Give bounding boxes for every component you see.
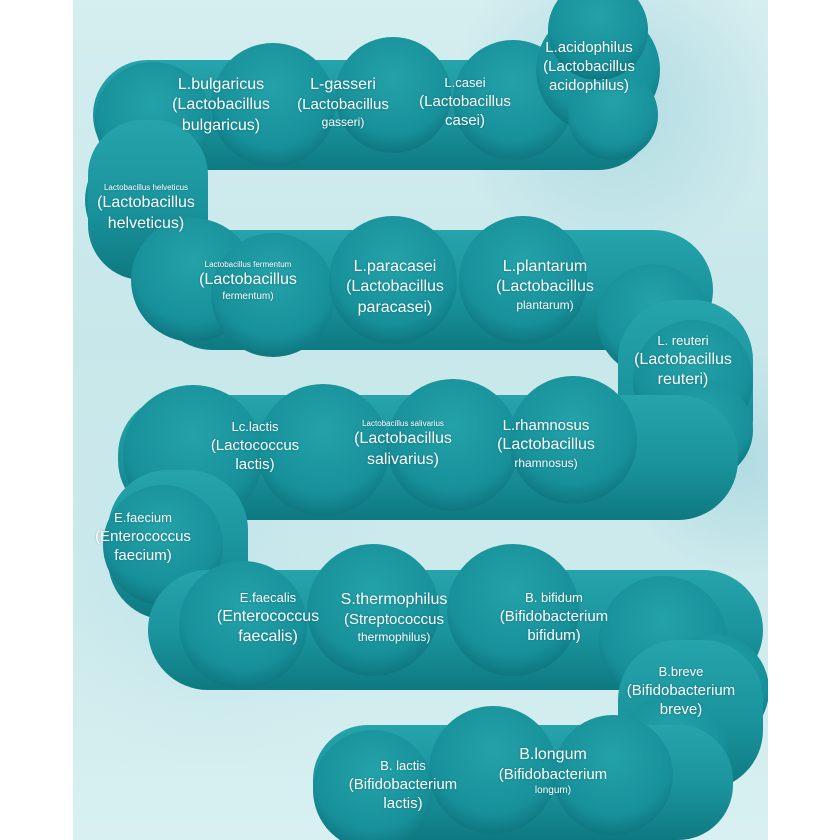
intestine-tube (85, 0, 768, 840)
intestine-lobe (179, 561, 307, 689)
bacteria-scientific-name: helveticus) (107, 214, 185, 232)
intestine-lobe (459, 216, 587, 344)
bacteria-scientific-name: gasseri) (321, 114, 365, 129)
bacteria-scientific-name: plantarum) (516, 297, 574, 312)
bacteria-scientific-name: (Bifidobacterium (499, 607, 609, 625)
intestine-lobe (548, 0, 648, 80)
bacteria-scientific-name: rhamnosus) (514, 455, 578, 470)
bacteria-label-l-bulgaricus: L.bulgaricus (Lactobacillus bulgaricus) (172, 75, 270, 136)
bacteria-scientific-name: bifidum) (527, 626, 581, 644)
bacteria-scientific-name: (Lactobacillus (496, 278, 594, 296)
bacteria-scientific-name: acidophilus) (548, 77, 630, 95)
bacteria-label-e-faecalis: E.faecalis (Enterococcus faecalis) (217, 590, 319, 648)
bacteria-scientific-name: (Lactobacillus (297, 96, 389, 114)
intestine-lobe (509, 376, 637, 504)
bacteria-short-name: L.plantarum (502, 258, 588, 275)
bacteria-scientific-name: (Lactobacillus (419, 92, 511, 110)
bacteria-scientific-name: (Bifidobacterium (348, 775, 458, 793)
bacteria-label-l-salivarius: Lactobacillus salivarius (Lactobacillus sa… (354, 419, 452, 470)
intestine-lobe (257, 384, 389, 516)
intestine-segments (85, 0, 768, 840)
bacteria-short-name: L.acidophilus (545, 39, 633, 56)
bacteria-scientific-name: (Streptococcus (343, 611, 445, 629)
bacteria-short-name: L.rhamnosus (502, 417, 590, 434)
bacteria-scientific-name: (Enterococcus (216, 607, 320, 625)
bacteria-scientific-name: (Lactobacillus (346, 278, 444, 296)
bacteria-scientific-name: (Enterococcus (95, 527, 191, 545)
bacteria-scientific-name: salivarius) (366, 450, 440, 468)
intestine-lobe (211, 43, 335, 167)
bacteria-scientific-name: (Lactobacillus (634, 350, 732, 368)
bacteria-short-name: S.thermophilus (340, 591, 448, 608)
bacteria-scientific-name: breve) (659, 700, 703, 718)
bacteria-short-name: B. lactis (380, 758, 426, 773)
bacteria-label-l-reuteri: L. reuteri (Lactobacillus reuteri) (634, 333, 732, 391)
bacteria-label-l-helveticus: Lactobacillus helveticus (Lactobacillus he… (97, 183, 195, 234)
intestine-lobe (211, 233, 335, 357)
bacteria-label-l-paracasei: L.paracasei (Lactobacillus paracasei) (346, 257, 444, 318)
intestine-lobe (553, 715, 673, 835)
bacteria-short-name: L.casei (444, 75, 486, 90)
bacteria-scientific-name: lactis) (235, 455, 275, 473)
bacteria-scientific-name: reuteri) (657, 371, 709, 389)
bacteria-short-name: Lactobacillus salivarius (362, 419, 444, 428)
bacteria-short-name: E.faecium (114, 510, 172, 525)
bacteria-scientific-name: (Lactobacillus (354, 430, 452, 448)
intestine-diagram: L.bulgaricus (Lactobacillus bulgaricus) L-g… (73, 0, 768, 840)
bacteria-scientific-name: faecium) (114, 546, 172, 564)
bacteria-short-name: B. bifidum (525, 590, 583, 605)
intestine-lobe (335, 37, 451, 153)
bacteria-scientific-name: (Lactobacillus (172, 96, 270, 114)
intestine-lobe (313, 730, 433, 840)
intestine-lobe (329, 216, 457, 344)
bacteria-scientific-name: (Lactobacillus (543, 58, 635, 76)
intestine-lobe (568, 70, 658, 160)
bacteria-short-name: L.paracasei (353, 258, 437, 275)
bacteria-scientific-name: (Lactobacillus (97, 194, 195, 212)
intestine-lobe (387, 379, 519, 511)
intestine-lobe (307, 544, 439, 676)
bacteria-short-name: Lc.lactis (231, 419, 279, 434)
bacteria-scientific-name: bulgaricus) (181, 116, 261, 134)
bacteria-scientific-name: (Bifidobacterium (498, 766, 608, 784)
bacteria-scientific-name: fermentum) (222, 290, 274, 302)
intestine-lobe (447, 544, 579, 676)
bacteria-short-name: Lactobacillus helveticus (103, 183, 189, 192)
bacteria-short-name: L.bulgaricus (177, 76, 265, 93)
bacteria-scientific-name: paracasei) (357, 298, 433, 316)
bacteria-scientific-name: lactis) (383, 794, 423, 812)
bacteria-short-name: B.breve (658, 664, 704, 679)
bacteria-short-name: B.longum (519, 746, 587, 763)
bacteria-scientific-name: casei) (444, 111, 485, 129)
bacteria-scientific-name: (Lactobacillus (497, 436, 595, 454)
bacteria-scientific-name: (Bifidobacterium (626, 681, 736, 699)
bacteria-short-name: E.faecalis (239, 590, 297, 605)
intestine-lobe (429, 706, 557, 834)
bacteria-short-name: L. reuteri (657, 333, 709, 348)
bacteria-short-name: Lactobacillus fermentum (204, 260, 292, 269)
bacteria-scientific-name: (Lactobacillus (199, 271, 297, 289)
bacteria-scientific-name: thermophilus) (357, 629, 431, 644)
bacteria-scientific-name: longum) (534, 784, 572, 796)
bacteria-scientific-name: (Lactococcus (210, 436, 300, 454)
bacteria-short-name: L-gasseri (310, 76, 376, 93)
bacteria-scientific-name: faecalis) (238, 628, 298, 646)
